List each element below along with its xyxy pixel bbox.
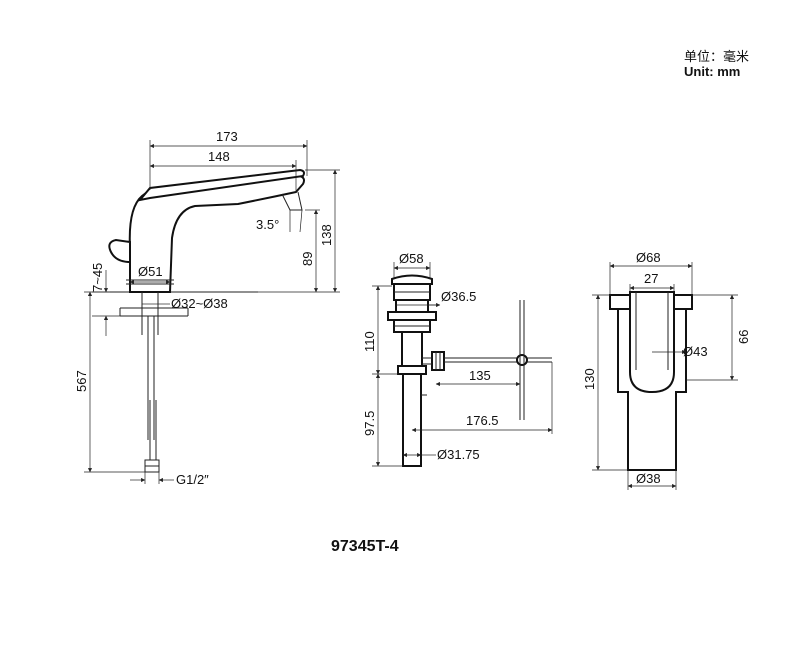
faucet-hoses	[141, 292, 160, 473]
dim-upper-length: 110	[362, 331, 377, 352]
faucet-outlet	[281, 191, 303, 211]
faucet-lever	[137, 168, 305, 202]
drain-rod-clip	[516, 354, 528, 366]
dim-rod-length: 176.5	[466, 413, 499, 428]
drain-tailpiece	[402, 373, 422, 467]
drain-view: Ø58 Ø36.5 110 97.5 135 176.5 Ø31.75	[362, 251, 553, 467]
dim-height-total: 138	[319, 224, 334, 246]
unit-label-english: Unit: mm	[684, 64, 741, 79]
dim-spout-reach: 148	[208, 149, 230, 164]
dim-cap-diameter: Ø58	[399, 251, 424, 266]
unit-label-chinese: 单位：毫米	[684, 49, 750, 64]
faucet-body	[128, 174, 305, 293]
dim-spout-height: 89	[300, 252, 315, 266]
faucet-side-view: 173 148 3.5° 138 89 Ø51 Ø32~Ø38 7~45	[74, 129, 340, 487]
overflow-section-view: Ø68 27 Ø43 66 130 Ø38	[582, 250, 751, 490]
dim-hose-length: 567	[74, 370, 89, 392]
dim-thread: G1/2″	[176, 472, 209, 487]
dim-rod-offset: 135	[469, 368, 491, 383]
dim-inner-diameter: Ø43	[683, 344, 708, 359]
dim-height-total: 130	[582, 368, 597, 390]
dim-height-upper: 66	[736, 330, 751, 344]
dim-inner-width: 27	[644, 271, 658, 286]
drain-rod-nut	[431, 351, 445, 371]
dim-width-total: 173	[216, 129, 238, 144]
dim-deck-range: 7~45	[90, 263, 105, 292]
faucet-side-knob	[108, 238, 131, 264]
dim-tail-diameter: Ø31.75	[437, 447, 480, 462]
dim-lower-length: 97.5	[362, 411, 377, 436]
dim-outer-diameter: Ø68	[636, 250, 661, 265]
model-number: 97345T-4	[331, 538, 399, 555]
dim-spout-angle: 3.5°	[256, 217, 279, 232]
overflow-inner-slot	[629, 291, 675, 394]
dim-flange-diameter: Ø36.5	[441, 289, 476, 304]
dim-base-diameter: Ø51	[138, 264, 163, 279]
dim-hole-diameter: Ø32~Ø38	[171, 296, 228, 311]
dim-tail-diameter: Ø38	[636, 471, 661, 486]
drain-cap	[391, 274, 433, 285]
